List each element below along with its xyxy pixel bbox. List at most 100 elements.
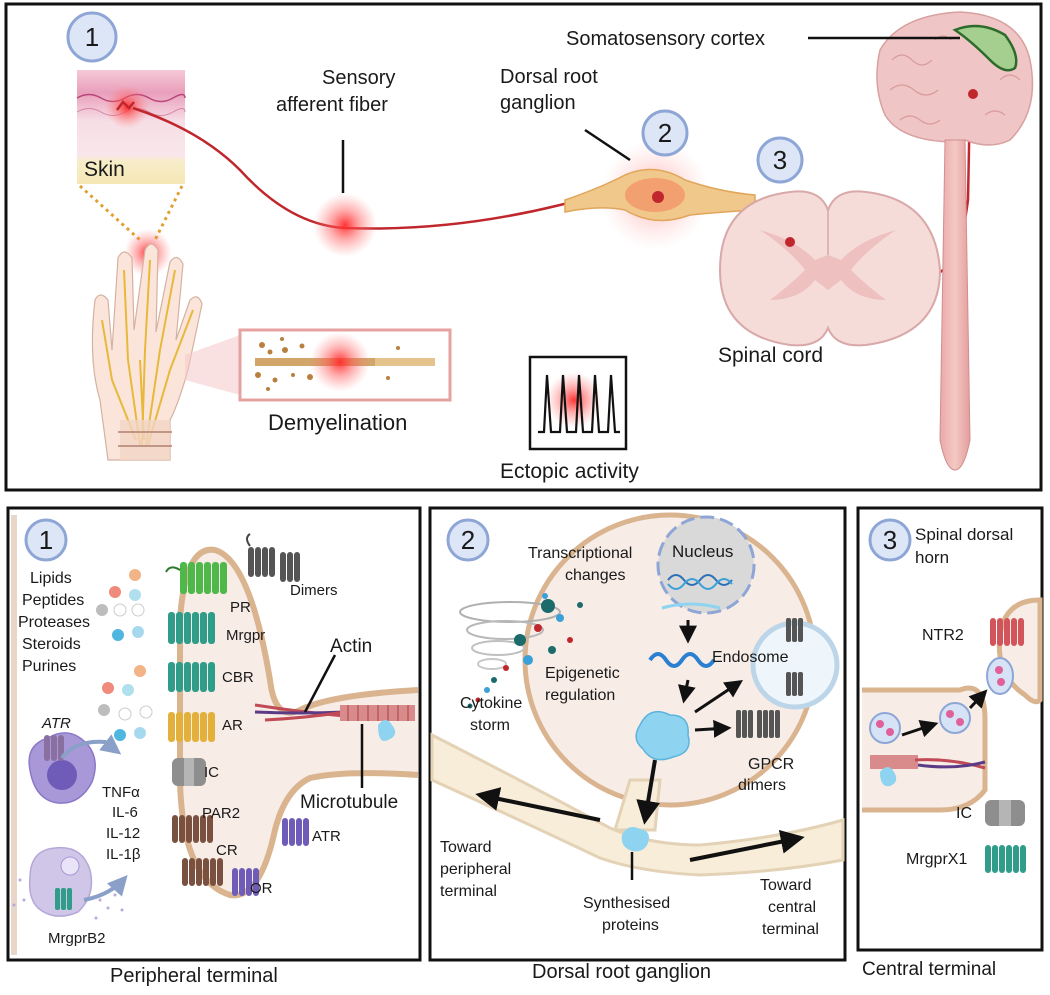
vesicle-arrow-1: [901, 720, 939, 738]
receptor-ic-central: [985, 800, 1025, 826]
ectopic-label: Ectopic activity: [500, 460, 639, 483]
mrgprx1-label: MrgprX1: [906, 851, 967, 868]
receptor-atr: [282, 818, 309, 846]
epigenetic-label-2: regulation: [545, 687, 615, 704]
svg-text:2: 2: [461, 525, 475, 555]
receptor-label-pr: PR: [230, 599, 251, 616]
transcriptional-label-1: Transcriptional: [528, 545, 632, 562]
endosome: [750, 618, 840, 710]
drg-title: Dorsal root ganglion: [532, 961, 711, 983]
peripheral-title: Peripheral terminal: [110, 965, 278, 987]
toward-peripheral-2: peripheral: [440, 861, 511, 878]
actin-label: Actin: [330, 636, 372, 657]
gpcr-label-2: dimers: [738, 777, 786, 794]
axon-protein: [621, 827, 649, 852]
dorsal-root-ganglion: [564, 140, 756, 250]
receptor-label-ic: IC: [204, 764, 219, 781]
cortex-label: Somatosensory cortex: [566, 28, 765, 50]
receptor-or: [232, 868, 259, 896]
synth-label-2: proteins: [602, 917, 659, 934]
transcriptional-label-2: changes: [565, 567, 626, 584]
ligand-proteases: Proteases: [18, 614, 90, 631]
arrow-to-axon: [636, 759, 660, 825]
receptor-cbr: [168, 662, 215, 692]
cytokine-il12: IL-12: [106, 825, 140, 842]
ligand-peptides: Peptides: [22, 592, 84, 609]
receptor-pr: [165, 562, 227, 594]
receptor-label-cbr: CBR: [222, 669, 254, 686]
mrgprb2-label: MrgprB2: [48, 930, 106, 947]
central-terminal-membrane: [861, 685, 988, 813]
top-badge-3: 3: [756, 136, 804, 184]
central-title: Central terminal: [862, 959, 996, 980]
arrow-to-endosome: [694, 680, 743, 714]
ntr2-label: NTR2: [922, 627, 964, 644]
receptor-ntr2: [990, 618, 1024, 646]
actin-pointer: [303, 654, 337, 713]
sensory-label-2: afferent fiber: [276, 94, 388, 116]
receptor-cr: [182, 858, 223, 886]
receptor-label-cr: CR: [216, 842, 238, 859]
microtubule-label: Microtubule: [300, 792, 398, 813]
cytokine-label-1: Cytokine: [460, 695, 522, 712]
receptor-label-ar: AR: [222, 717, 243, 734]
ligand-dots: [96, 569, 153, 741]
cytokine-label-2: storm: [470, 717, 510, 734]
toward-peripheral-1: Toward: [440, 839, 492, 856]
svg-text:3: 3: [883, 525, 897, 555]
demyelination-box: Demyelination: [238, 328, 452, 435]
protein-blob: [635, 710, 690, 761]
spinal-cord-label: Spinal cord: [718, 344, 823, 367]
central-ic-label: IC: [956, 805, 972, 822]
panel3-badge: 3: [868, 518, 912, 562]
horn-label-1: Spinal dorsal: [915, 525, 1013, 544]
svg-text:2: 2: [658, 118, 672, 148]
atr-immune-cell: [28, 732, 122, 804]
receptor-par2: [172, 815, 213, 843]
dimers-label: Dimers: [290, 582, 338, 599]
panel1-badge: 1: [24, 518, 68, 562]
zoom-line-right: [153, 185, 184, 241]
nucleus-label: Nucleus: [672, 542, 733, 561]
hand-illustration: [91, 229, 203, 461]
mrna-strand: [648, 652, 716, 668]
toward-central-1: Toward: [760, 877, 812, 894]
ligand-lipids: Lipids: [30, 570, 72, 587]
cytokine-il1b: IL-1β: [106, 846, 141, 863]
ligand-purines: Purines: [22, 658, 76, 675]
vesicles: [869, 657, 1014, 744]
receptor-ic: [172, 758, 206, 786]
mast-cell: [12, 846, 128, 920]
receptor-mrgprx1: [985, 845, 1026, 873]
demyelination-label: Demyelination: [268, 410, 407, 435]
vesicle-arrow-2: [968, 689, 988, 710]
toward-central-3: terminal: [762, 921, 819, 938]
drg-label-1: Dorsal root: [500, 66, 598, 88]
receptor-label-atr: ATR: [312, 828, 341, 845]
atr-cell-label: ATR: [41, 715, 71, 732]
skin-block: Skin: [76, 70, 186, 184]
skin-label: Skin: [84, 158, 125, 181]
actin-filaments: [254, 703, 415, 741]
epigenetic-label-1: Epigenetic: [545, 665, 620, 682]
drg-pointer: [584, 128, 631, 162]
gpcr-label-1: GPCR: [748, 756, 794, 773]
nucleus: [656, 515, 756, 615]
spinal-cord-section: [718, 190, 942, 347]
cytokine-storm: [459, 593, 583, 709]
fiber-lesion-glow: [313, 193, 377, 257]
receptor-label-mrgpr: Mrgpr: [226, 627, 265, 644]
brain-illustration: [876, 11, 1034, 471]
gpcr-dimers: [736, 710, 780, 738]
receptor-dimers: [246, 533, 300, 582]
arrow-peripheral: [475, 787, 601, 822]
endosome-label: Endosome: [712, 649, 789, 666]
central-actin: [870, 755, 986, 787]
zoom-wedge: [185, 335, 240, 395]
svg-text:1: 1: [39, 525, 53, 555]
ectopic-activity-box: [528, 355, 628, 451]
synth-label-1: Synthesised: [583, 895, 670, 912]
svg-text:1: 1: [85, 22, 99, 52]
top-badge-2: 2: [641, 109, 689, 157]
sensory-label-1: Sensory: [322, 67, 395, 89]
